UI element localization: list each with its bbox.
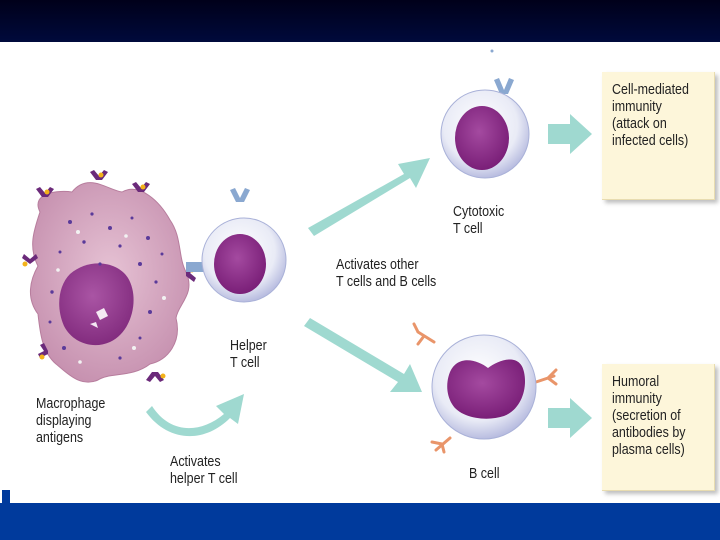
cytotoxic-t-cell [440,49,530,179]
macrophage-cell [22,170,196,383]
arrow-to-cell-mediated [548,114,592,154]
cell-mediated-immunity-text: Cell-mediated immunity (attack on infect… [612,82,689,149]
b-cell-label: B cell [469,466,500,482]
b-cell [412,322,558,454]
arrow-to-cytotoxic [308,158,430,236]
arrow-activates-helper [146,394,244,437]
humoral-immunity-box: Humoral immunity (secretion of antibodie… [602,364,715,491]
footer-band [0,503,720,540]
macrophage-nucleus [59,263,134,346]
humoral-immunity-text: Humoral immunity (secretion of antibodie… [612,374,686,458]
antigen-dots [48,212,164,360]
footer-corner-mark [2,490,10,503]
arrow-to-humoral [548,398,592,438]
macrophage-label: Macrophage displaying antigens [36,396,106,446]
activates-other-label: Activates other T cells and B cells [336,257,437,290]
helper-t-cell [186,188,287,303]
header-band [0,0,720,42]
immune-response-diagram: Macrophage displaying antigens Helper T … [0,42,720,503]
helper-t-cell-label: Helper T cell [230,338,267,371]
diagram-graphics [22,49,592,454]
cell-mediated-immunity-box: Cell-mediated immunity (attack on infect… [602,72,715,200]
cytotoxic-t-cell-label: Cytotoxic T cell [453,204,505,237]
activates-helper-label: Activates helper T cell [170,454,238,487]
arrow-to-b-cell [304,318,422,392]
